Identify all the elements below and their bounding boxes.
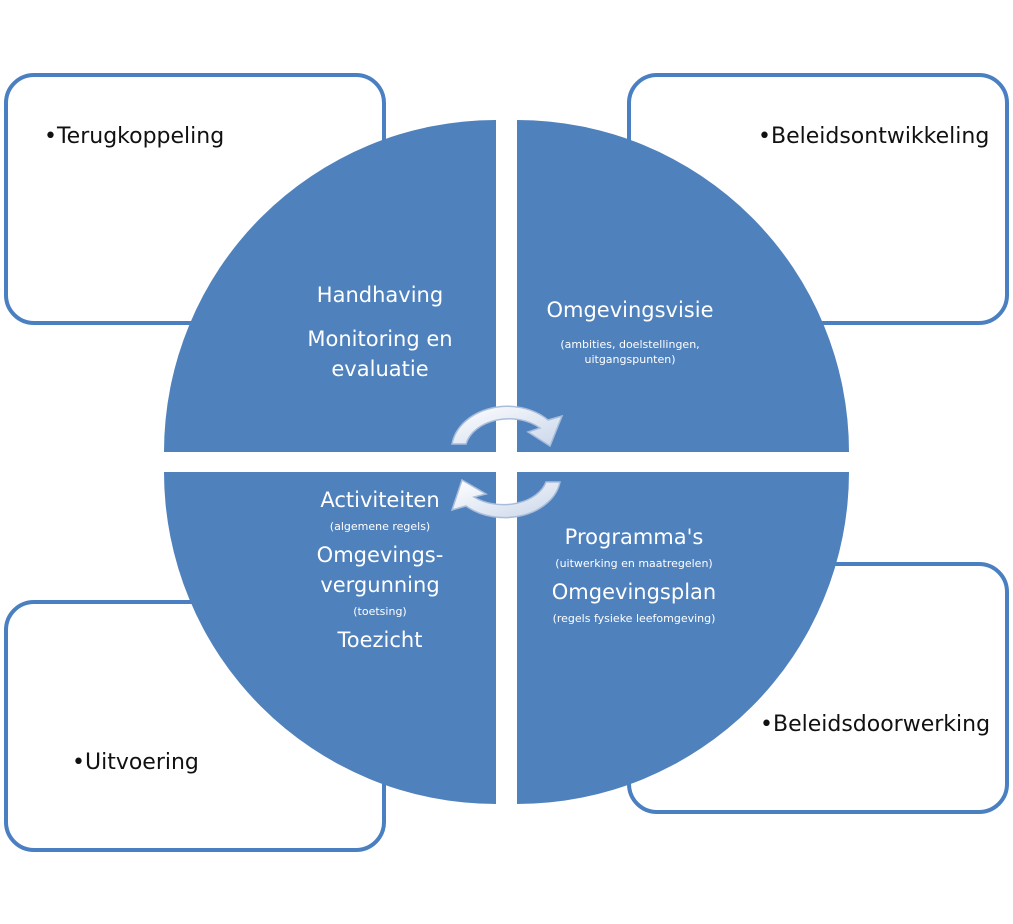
label-beleidsdoorwerking: •Beleidsdoorwerking	[760, 712, 991, 737]
cycle-arrow-icon	[450, 405, 564, 519]
omgevingsvisie-sub2: uitgangspunten)	[584, 353, 676, 366]
toezicht-label: Toezicht	[337, 628, 423, 652]
quadrant-bottom-right	[517, 472, 849, 804]
handhaving-label: Handhaving	[316, 283, 444, 307]
quadrant-top-left-text: Handhaving Monitoring en evaluatie	[270, 280, 490, 384]
quadrant-top-right-text: Omgevingsvisie (ambities, doelstellingen…	[520, 295, 740, 373]
quadrant-bottom-left-text: Activiteiten (algemene regels) Omgevings…	[270, 485, 490, 655]
programmas-label: Programma's	[564, 525, 704, 549]
omgevings-label: Omgevings-	[316, 543, 444, 567]
omgevingsvisie-sub1: (ambities, doelstellingen,	[560, 338, 700, 351]
label-beleidsontwikkeling: •Beleidsontwikkeling	[758, 124, 990, 149]
label-terugkoppeling: •Terugkoppeling	[44, 124, 225, 149]
activiteiten-label: Activiteiten	[320, 488, 440, 512]
omgevingsvisie-label: Omgevingsvisie	[546, 298, 714, 322]
quadrant-top-right	[517, 120, 849, 452]
quadrant-bottom-left	[164, 472, 496, 804]
toetsing-sub: (toetsing)	[353, 605, 407, 618]
quadrant-bottom-right-text: Programma's (uitwerking en maatregelen) …	[524, 522, 744, 632]
quadrant-top-left	[164, 120, 496, 452]
vergunning-label: vergunning	[320, 573, 440, 597]
omgevingsplan-label: Omgevingsplan	[551, 580, 717, 604]
monitoring-label: Monitoring en	[307, 327, 453, 351]
programmas-sub: (uitwerking en maatregelen)	[555, 557, 713, 570]
evaluatie-label: evaluatie	[331, 357, 429, 381]
label-uitvoering: •Uitvoering	[72, 750, 199, 775]
activiteiten-sub: (algemene regels)	[329, 520, 431, 533]
omgevingsplan-sub: (regels fysieke leefomgeving)	[552, 612, 716, 625]
